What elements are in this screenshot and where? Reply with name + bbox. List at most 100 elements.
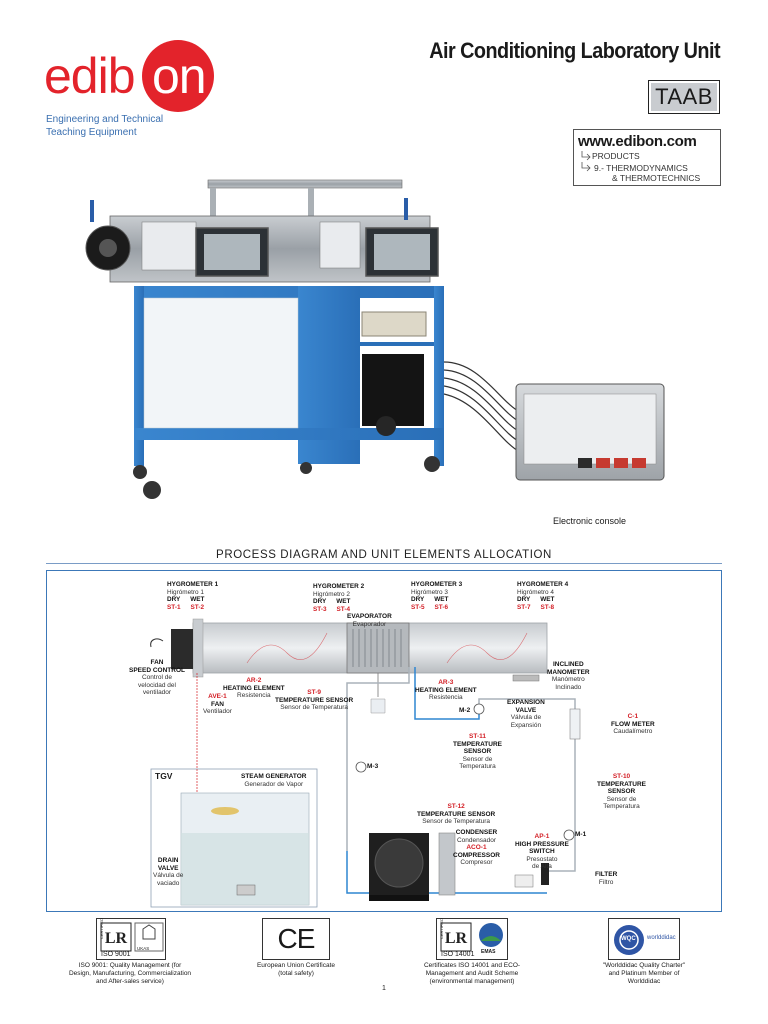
- st11-code: ST-11: [469, 733, 486, 740]
- logo-text-on: on: [152, 48, 207, 104]
- iso9001-caption-line1: ISO 9001: Quality Management (for: [78, 962, 182, 969]
- website-box[interactable]: www.edibon.com PRODUCTS 9.- THERMODYNAMI…: [573, 129, 721, 186]
- iso9001-caption-line2: Design, Manufacturing, Commercialization: [68, 970, 192, 977]
- fan-speed-sub-c: ventilador: [142, 689, 172, 696]
- iso9001-label: ISO 9001: [101, 951, 131, 958]
- manometer-sub-a: Manómetro: [551, 676, 585, 683]
- tagline: Engineering and Technical Teaching Equip…: [46, 114, 163, 139]
- heater-3-title: HEATING ELEMENT: [415, 686, 477, 694]
- sensor-st4: ST-4: [336, 605, 351, 613]
- page-title: Air Conditioning Laboratory Unit: [429, 38, 720, 63]
- ukas-label: UKAS: [137, 946, 150, 951]
- evaporator-title: EVAPORATOR: [347, 613, 392, 620]
- pressure-sub-a: Presostato: [526, 855, 558, 863]
- fan-sub: Ventilador: [203, 708, 232, 715]
- fan-speed-title-a: FAN: [150, 659, 164, 666]
- drain-title-b: VALVE: [157, 864, 179, 872]
- iso14001-certified: CERTIFIED: [439, 917, 444, 939]
- drain-sub-b: vaciado: [156, 879, 180, 887]
- steam-generator-sub: Generador de Vapor: [244, 780, 304, 788]
- m2-code: M-2: [459, 707, 471, 714]
- inclined-manometer-label: INCLINED MANOMETER Manómetro Inclinado: [547, 661, 590, 691]
- hygrometer-2-dry-label: DRY: [313, 598, 327, 606]
- iso9001-caption: ISO 9001: Quality Management (for Design…: [60, 962, 200, 986]
- expansion-sub-b: Expansión: [510, 721, 542, 729]
- tgv-code: TGV: [155, 771, 173, 781]
- filter-title: FILTER: [595, 871, 618, 878]
- heater-3-label: AR-3 HEATING ELEMENT Resistencia: [415, 679, 477, 702]
- heater-3-sub: Resistencia: [429, 694, 463, 701]
- hygrometer-2-title: HYGROMETER 2: [313, 583, 365, 590]
- fan-speed-control-label: FAN SPEED CONTROL Control de velocidad d…: [129, 659, 185, 697]
- st11-sub-a: Sensor de: [462, 755, 493, 763]
- filter-sub: Filtro: [598, 878, 614, 886]
- tagline-line1: Engineering and Technical: [46, 114, 164, 125]
- hygrometer-1-title: HYGROMETER 1: [167, 581, 219, 588]
- st10-code: ST-10: [612, 773, 631, 780]
- condenser-code: ACO-1: [466, 844, 487, 851]
- worlddidac-caption-line3: Worlddidac: [627, 978, 661, 985]
- sensor-st8: ST-8: [540, 603, 555, 611]
- st10-title-b: SENSOR: [607, 788, 636, 795]
- hygrometer-1-dry-label: DRY: [167, 596, 181, 604]
- heater-2-sub: Resistencia: [237, 692, 271, 699]
- website-url[interactable]: www.edibon.com: [578, 133, 697, 150]
- m3-code: M-3: [367, 763, 379, 770]
- product-code-box: TAAB: [648, 80, 720, 114]
- heater-3-code: AR-3: [438, 679, 454, 686]
- hygrometer-1-sub: Higrómetro 1: [167, 588, 204, 596]
- tagline-line2: Teaching Equipment: [46, 126, 137, 138]
- pressure-title-a: HIGH PRESSURE: [515, 840, 569, 848]
- condenser-title: CONDENSER: [455, 829, 498, 836]
- m1-label: M-1: [575, 831, 586, 839]
- section-title: PROCESS DIAGRAM AND UNIT ELEMENTS ALLOCA…: [216, 549, 552, 561]
- condenser-compressor-label: CONDENSER Condensador ACO-1 COMPRESSOR C…: [453, 829, 500, 867]
- st10-sub-a: Sensor de: [606, 795, 637, 803]
- sensor-st7: ST-7: [517, 603, 531, 611]
- pressure-title-b: SWITCH: [529, 848, 555, 855]
- console-caption: Electronic console: [553, 516, 627, 526]
- st12-title: TEMPERATURE SENSOR: [417, 810, 496, 818]
- worlddidac-label: worlddidac: [647, 935, 676, 941]
- breadcrumb-thermodynamics[interactable]: 9.- THERMODYNAMICS: [594, 163, 688, 173]
- st10-sub-b: Temperatura: [603, 803, 640, 810]
- st9-label: ST-9 TEMPERATURE SENSOR Sensor de Temper…: [275, 689, 353, 712]
- drain-sub-a: Válvula de: [153, 872, 184, 879]
- ce-caption-line2: (total safety): [278, 970, 314, 977]
- manometer-title-a: INCLINED: [552, 661, 584, 668]
- ce-mark-icon: CE: [277, 923, 316, 954]
- pressure-sub-b: de Alta: [531, 863, 552, 870]
- m1-code: M-1: [575, 831, 587, 838]
- st11-title-b: SENSOR: [463, 748, 492, 755]
- hygrometer-2-sub: Higrómetro 2: [313, 590, 350, 598]
- worlddidac-caption-line2: and Platinum Member of: [608, 970, 680, 977]
- heater-2-title: HEATING ELEMENT: [223, 684, 285, 692]
- st9-code: ST-9: [307, 689, 321, 696]
- hygrometer-4-wet-label: WET: [540, 596, 555, 604]
- breadcrumb-products[interactable]: PRODUCTS: [592, 151, 640, 161]
- steam-generator-label: STEAM GENERATOR Generador de Vapor: [241, 773, 307, 788]
- logo-red-circle: [142, 40, 214, 112]
- fan-code: AVE-1: [208, 693, 227, 700]
- expansion-title-b: VALVE: [515, 706, 537, 714]
- heater-2-code: AR-2: [246, 677, 262, 684]
- iso9001-certified: CERTIFIED: [99, 917, 104, 939]
- evaporator-label: EVAPORATOR Evaporador: [347, 613, 392, 628]
- flow-code: C-1: [627, 713, 639, 720]
- hygrometer-2-wet-label: WET: [336, 598, 351, 606]
- st12-sub: Sensor de Temperatura: [422, 818, 491, 825]
- manometer-sub-b: Inclinado: [555, 683, 582, 691]
- fan-speed-title-b: SPEED CONTROL: [129, 666, 185, 674]
- fan-title: FAN: [210, 700, 224, 708]
- ce-certificate: CE: [262, 918, 330, 960]
- iso14001-caption-line1: Certificates ISO 14001 and ECO-: [423, 962, 521, 969]
- st11-label: ST-11 TEMPERATURE SENSOR Sensor de Tempe…: [453, 733, 502, 771]
- sensor-st5: ST-5: [411, 603, 425, 611]
- expansion-title-a: EXPANSION: [507, 699, 545, 706]
- evaporator-sub: Evaporador: [352, 620, 387, 628]
- ce-caption: European Union Certificate (total safety…: [236, 962, 356, 978]
